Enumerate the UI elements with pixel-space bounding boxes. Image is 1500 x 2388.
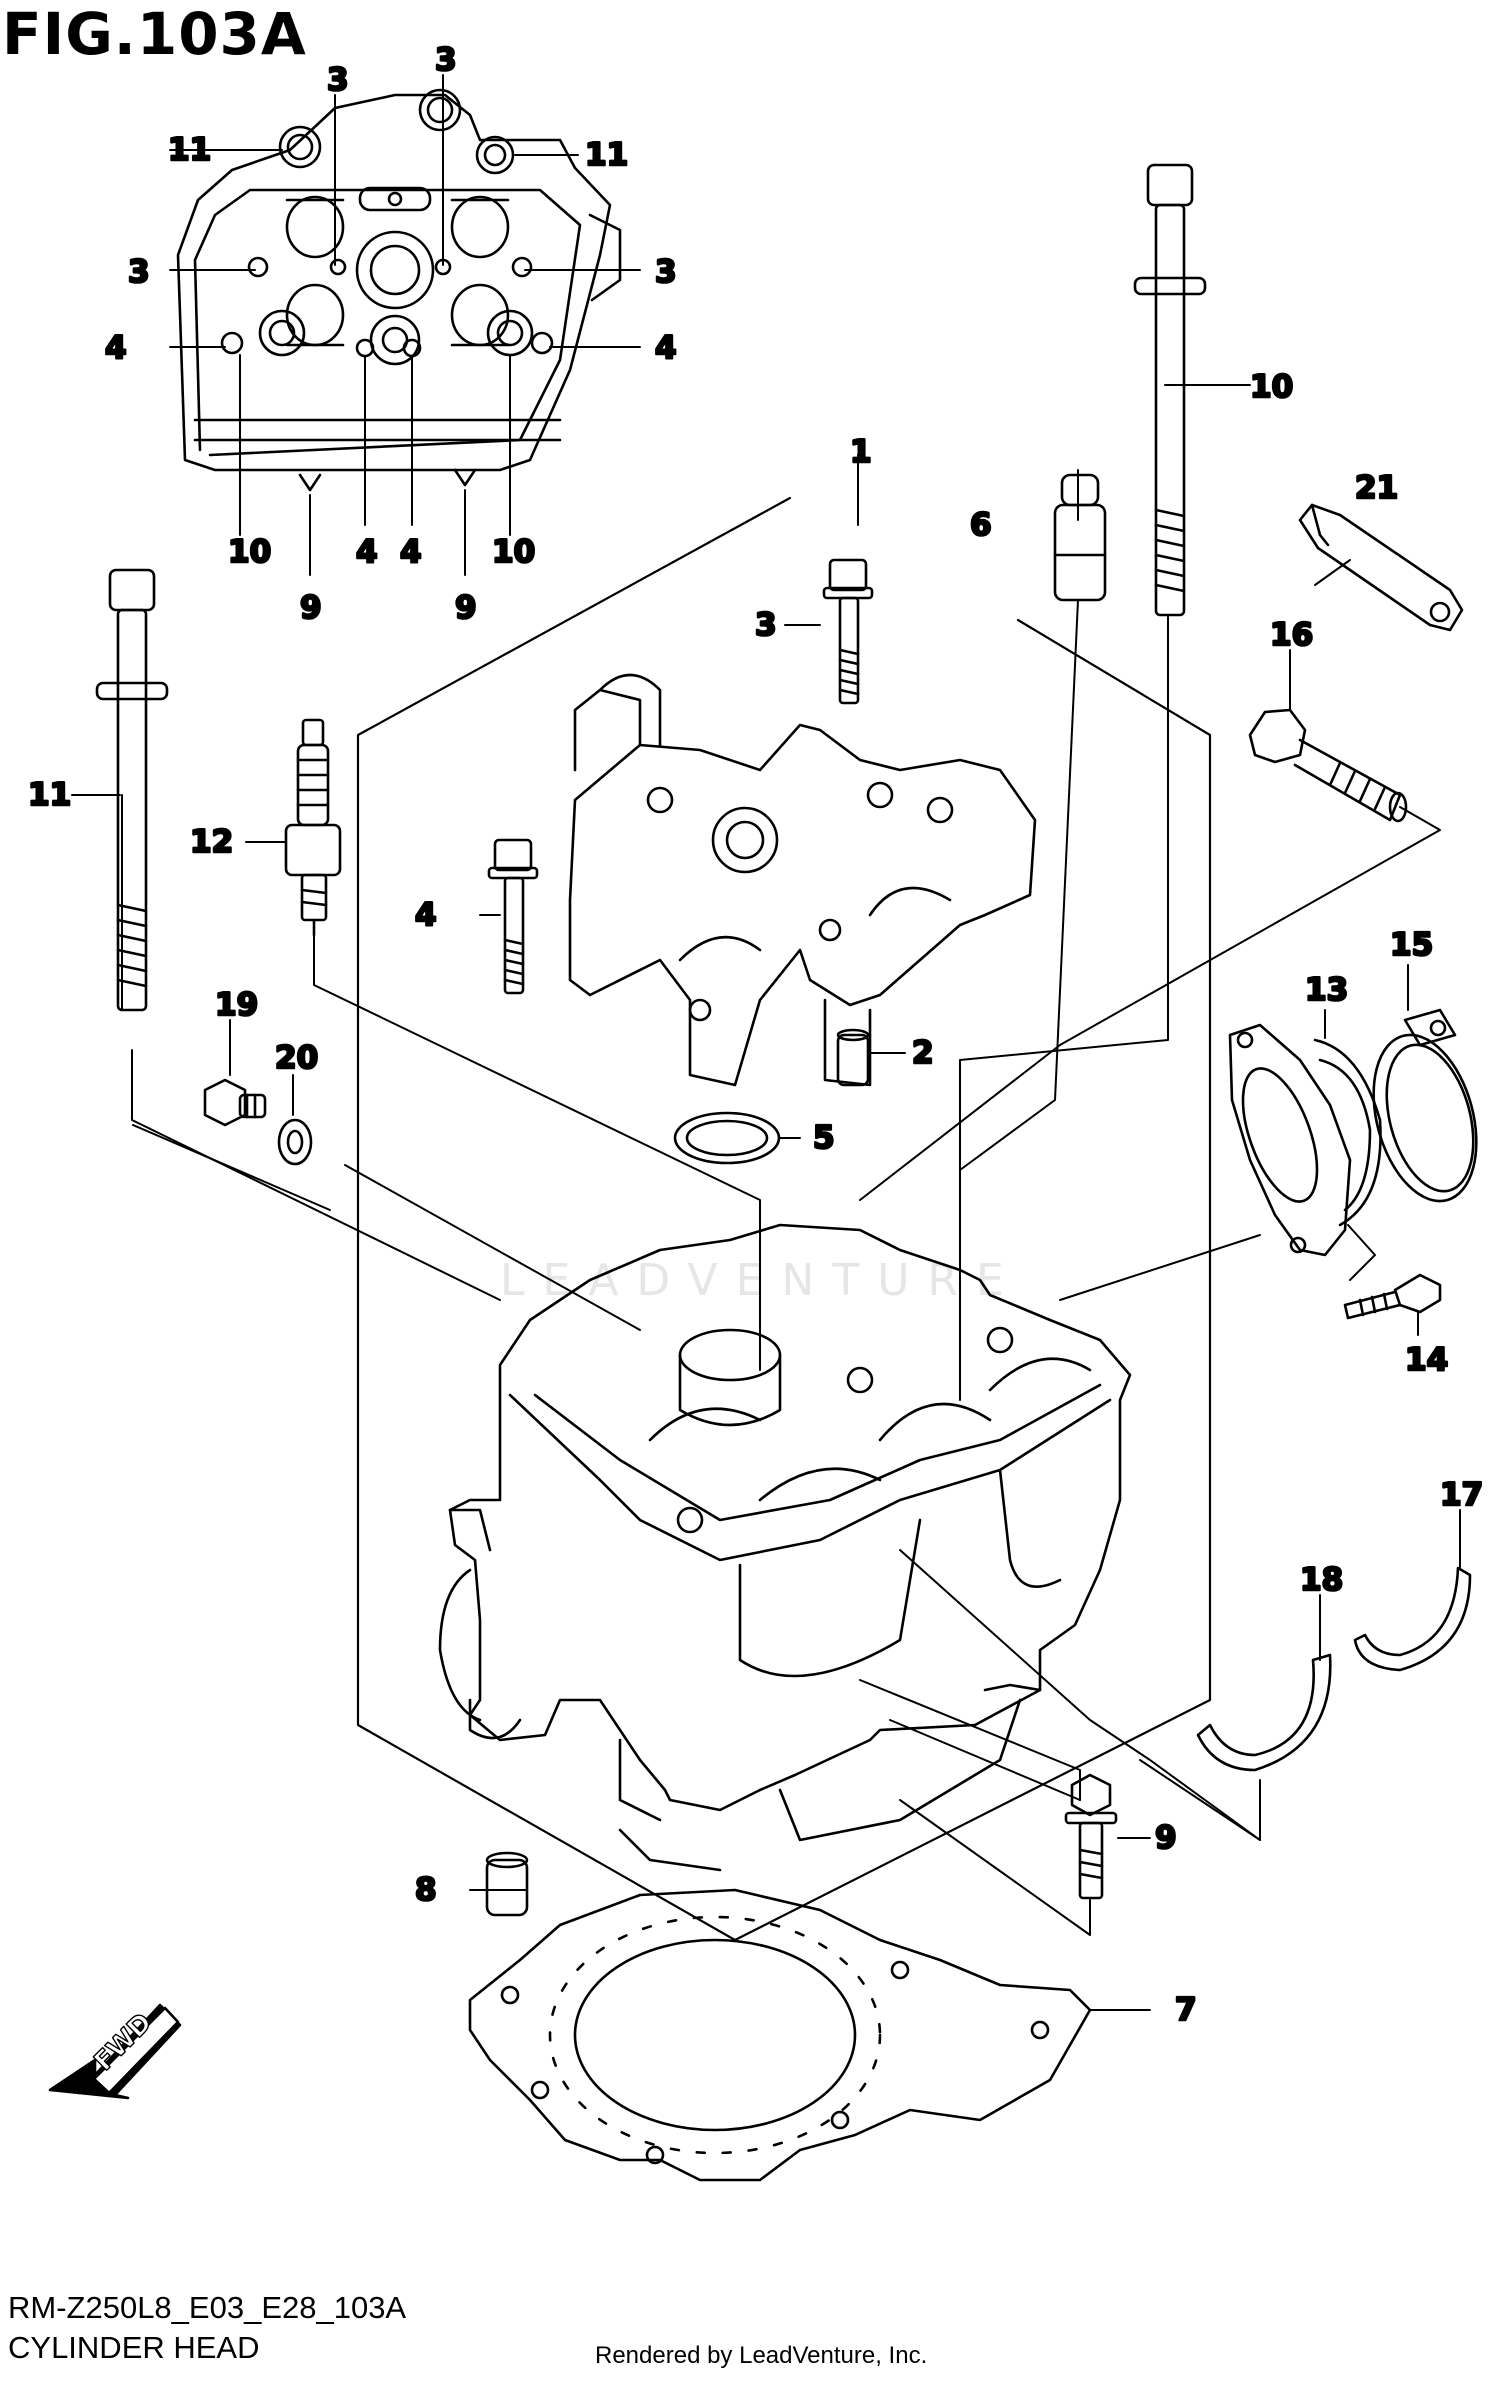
inset-callout-9-a: 9 bbox=[300, 590, 322, 626]
callout-9: 9 bbox=[1155, 1820, 1177, 1856]
callout-13: 13 bbox=[1305, 972, 1348, 1008]
bolt-9 bbox=[1064, 1773, 1118, 1900]
callout-17: 17 bbox=[1440, 1477, 1483, 1513]
callout-16: 16 bbox=[1270, 617, 1313, 653]
leader-lines bbox=[71, 384, 1461, 2011]
bolt-10 bbox=[1133, 163, 1207, 617]
callout-11: 11 bbox=[28, 777, 71, 813]
callout-21: 21 bbox=[1355, 470, 1398, 506]
callout-6: 6 bbox=[970, 507, 992, 543]
plug-6 bbox=[1053, 473, 1107, 602]
figure-name: CYLINDER HEAD bbox=[8, 2330, 260, 2365]
inset-callout-3-c: 3 bbox=[128, 254, 150, 290]
callout-20: 20 bbox=[275, 1040, 318, 1076]
bracket-21 bbox=[1298, 503, 1464, 632]
callout-4: 4 bbox=[415, 897, 437, 933]
callout-5: 5 bbox=[813, 1120, 835, 1156]
inset-callout-11-a: 11 bbox=[168, 132, 211, 168]
intake-pipe bbox=[1228, 1023, 1382, 1257]
fwd-arrow bbox=[48, 2003, 182, 2100]
inset-callout-4-b: 4 bbox=[655, 330, 677, 366]
watermark: LEADVENTURE bbox=[500, 1255, 1022, 1306]
dowel-8 bbox=[485, 1851, 529, 1917]
callout-8: 8 bbox=[415, 1872, 437, 1908]
bolt-19 bbox=[203, 1078, 267, 1127]
inset-callout-3-a: 3 bbox=[327, 62, 349, 98]
inset-callout-4-c: 4 bbox=[356, 534, 378, 570]
inset-callout-10-b: 10 bbox=[492, 534, 535, 570]
bolt-14 bbox=[1343, 1273, 1442, 1320]
callout-19: 19 bbox=[215, 987, 258, 1023]
bolt-3 bbox=[822, 558, 874, 705]
figure-title: FIG.103A bbox=[2, 0, 307, 68]
callout-labels: 1 2 3 4 5 6 7 8 9 10 11 12 13 14 15 16 1… bbox=[27, 41, 1485, 2030]
inset-callout-4-d: 4 bbox=[400, 534, 422, 570]
callout-1: 1 bbox=[850, 434, 872, 470]
head-gasket bbox=[468, 1888, 1092, 2182]
inset-callout-3-b: 3 bbox=[435, 42, 457, 78]
callout-10: 10 bbox=[1250, 369, 1293, 405]
inset-callout-4-a: 4 bbox=[105, 330, 127, 366]
inset-callout-10-a: 10 bbox=[228, 534, 271, 570]
hose-clamp bbox=[1372, 1008, 1478, 1203]
callout-14: 14 bbox=[1405, 1342, 1448, 1378]
spark-plug bbox=[284, 718, 342, 937]
washer-20 bbox=[277, 1118, 313, 1166]
bolt-11 bbox=[95, 568, 169, 1012]
top-view-leaders bbox=[169, 74, 641, 576]
retainer-18 bbox=[1196, 1653, 1332, 1772]
model-code: RM-Z250L8_E03_E28_103A bbox=[8, 2290, 407, 2325]
inset-callout-3-d: 3 bbox=[655, 254, 677, 290]
inset-callout-9-b: 9 bbox=[455, 590, 477, 626]
bolt-4 bbox=[487, 838, 539, 995]
callout-7: 7 bbox=[1175, 1992, 1197, 2028]
o-ring-inner bbox=[685, 1119, 769, 1157]
inset-callout-11-b: 11 bbox=[585, 137, 628, 173]
callout-15: 15 bbox=[1390, 927, 1433, 963]
bolt-16 bbox=[1248, 708, 1408, 823]
render-credit: Rendered by LeadVenture, Inc. bbox=[595, 2342, 928, 2369]
assembly-outline bbox=[356, 496, 1212, 1942]
callout-18: 18 bbox=[1300, 1562, 1343, 1598]
callout-2: 2 bbox=[912, 1035, 934, 1071]
head-top-view bbox=[176, 88, 622, 492]
retainer-17 bbox=[1353, 1566, 1472, 1672]
callout-12: 12 bbox=[190, 824, 233, 860]
camshaft-holder bbox=[568, 673, 1037, 1087]
cylinder-head-casting bbox=[438, 1223, 1132, 1872]
dowel-pin bbox=[836, 1028, 870, 1087]
callout-3: 3 bbox=[755, 607, 777, 643]
